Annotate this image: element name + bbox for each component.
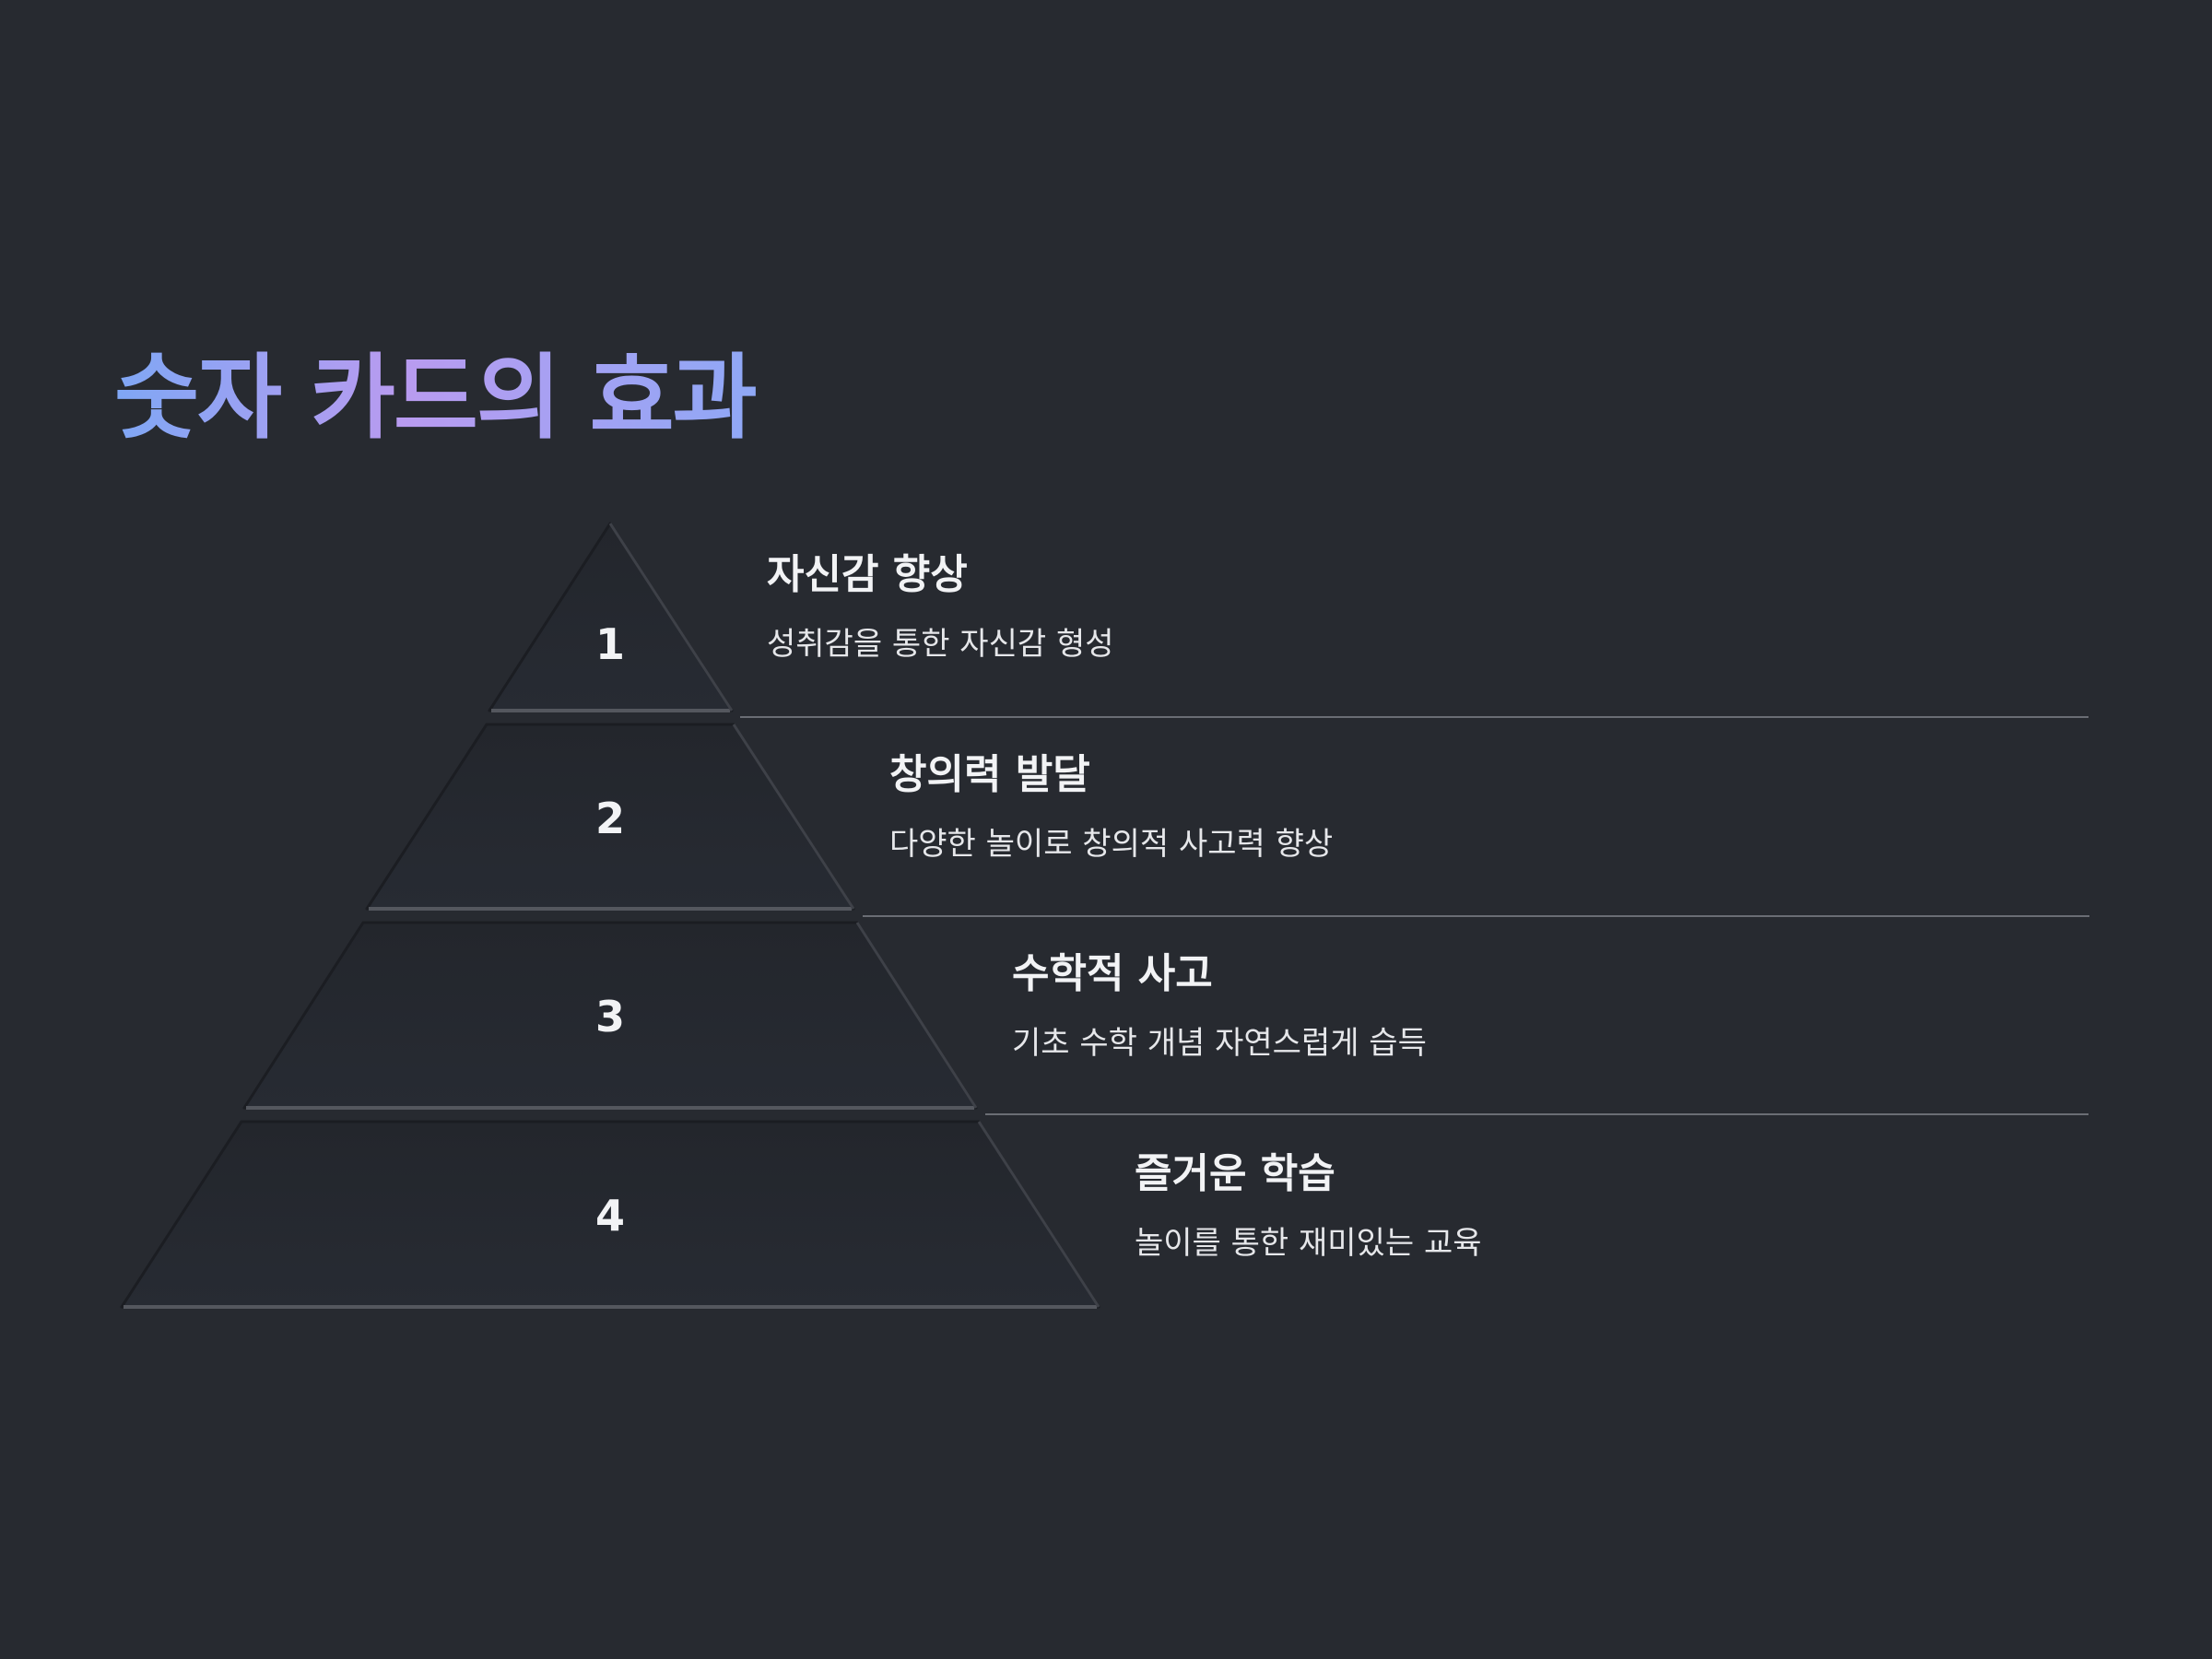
tier-1-right-edge	[608, 523, 734, 712]
level-2-text: 창의력 발달 다양한 놀이로 창의적 사고력 향상	[889, 749, 1333, 864]
tier-2-number: 2	[595, 794, 625, 843]
level-1-text: 자신감 향상 성취감을 통한 자신감 형성	[767, 549, 1114, 664]
pyramid-tier-4: 4	[120, 1120, 1100, 1309]
pyramid-tier-2: 2	[365, 723, 855, 911]
slide-title: 숫자 카드의 효과	[114, 344, 758, 452]
level-2-description: 다양한 놀이로 창의적 사고력 향상	[889, 826, 1334, 863]
pyramid-tier-1: 1	[488, 522, 734, 712]
tier-4-right-edge	[977, 1121, 1100, 1308]
level-4-text: 즐거운 학습 놀이를 통한 재미있는 교육	[1135, 1148, 1482, 1263]
level-3-divider	[985, 1113, 2088, 1115]
level-1-description: 성취감을 통한 자신감 형성	[767, 626, 1114, 663]
level-4-heading: 즐거운 학습	[1135, 1150, 1335, 1197]
level-1-heading: 자신감 향상	[767, 551, 968, 598]
level-2-divider	[863, 915, 2089, 917]
level-3-description: 기초 수학 개념 자연스럽게 습득	[1012, 1025, 1427, 1062]
tier-2-right-edge	[732, 724, 855, 910]
level-2-heading: 창의력 발달	[889, 751, 1090, 798]
tier-3-right-edge	[855, 922, 978, 1109]
tier-1-number: 1	[595, 619, 625, 669]
pyramid-tier-3: 3	[242, 921, 978, 1110]
level-4-description: 놀이를 통한 재미있는 교육	[1135, 1225, 1482, 1262]
level-3-heading: 수학적 사고	[1012, 950, 1213, 997]
level-1-divider	[740, 716, 2088, 718]
tier-1-shape	[488, 522, 734, 712]
tier-3-number: 3	[595, 992, 625, 1041]
pyramid-tiers: 1 2 3 4	[120, 522, 1100, 1309]
tier-4-number: 4	[595, 1191, 625, 1241]
level-3-text: 수학적 사고 기초 수학 개념 자연스럽게 습득	[1012, 948, 1427, 1063]
